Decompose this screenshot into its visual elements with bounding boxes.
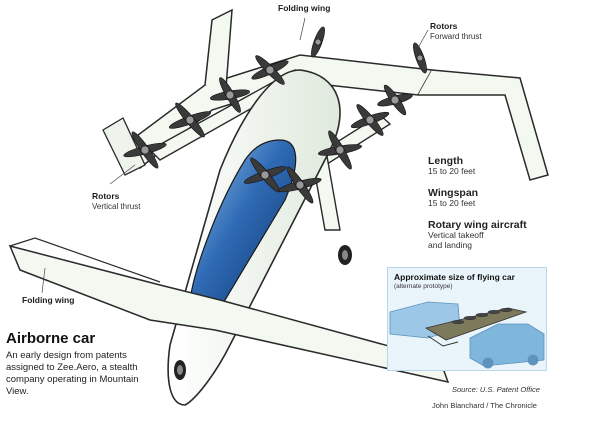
rotor (311, 26, 325, 58)
inset-title: Approximate size of flying car (394, 272, 515, 282)
folding-wing-top-label: Folding wing (278, 3, 331, 13)
rotor (209, 77, 251, 113)
rotor (123, 131, 167, 169)
rotors-forward-sub: Forward thrust (430, 31, 482, 41)
spec-wingspan: Wingspan 15 to 20 feet (428, 187, 478, 209)
spec-rotary-title: Rotary wing aircraft (428, 219, 527, 231)
spec-wingspan-title: Wingspan (428, 187, 479, 199)
rotors-vertical-title: Rotors (92, 191, 120, 201)
rotor (350, 104, 390, 136)
landing-wheels (174, 245, 352, 380)
main-title: Airborne car (6, 330, 96, 347)
size-comparison-inset: Approximate size of flying car (alternat… (387, 267, 547, 371)
rotor (168, 102, 212, 138)
spec-rotary-value: Vertical takeoff (428, 230, 484, 241)
rotors-vertical-callout: Rotors Vertical thrust (92, 191, 141, 211)
inset-subtitle: (alternate prototype) (394, 283, 453, 290)
callout-leaders (41, 17, 429, 294)
rotor (243, 157, 287, 193)
rotors-forward-callout: Rotors Forward thrust (430, 21, 482, 41)
rotors-forward-title: Rotors (430, 21, 458, 31)
inset-illustration (389, 301, 545, 369)
rotors-vertical-sub: Vertical thrust (92, 201, 141, 211)
source-text: Source: U.S. Patent Office (452, 385, 540, 394)
flying-car-miniature (424, 307, 528, 347)
source-credit: Source: U.S. Patent Office (452, 385, 540, 395)
rotor (251, 55, 289, 85)
spec-wingspan-value: 15 to 20 feet (428, 198, 476, 209)
car-silhouette-front (469, 323, 545, 369)
spec-rotary-value-2: and landing (428, 239, 472, 250)
rotor (318, 130, 362, 170)
vertical-rotors (123, 55, 413, 204)
rotor (278, 166, 322, 204)
front-folding-wing (8, 237, 450, 384)
forward-rotors (311, 26, 427, 74)
folding-wing-left-label: Folding wing (22, 295, 75, 305)
spec-length-title: Length (428, 155, 463, 167)
spec-rotary: Rotary wing aircraft Vertical takeoff an… (428, 219, 527, 251)
spec-length-value: 15 to 20 feet (428, 166, 476, 177)
byline-credit: John Blanchard / The Chronicle (432, 401, 537, 410)
rotor (413, 42, 427, 74)
spec-length: Length 15 to 20 feet (428, 155, 475, 177)
main-description: An early design from patents assigned to… (6, 350, 139, 397)
rotor (377, 84, 413, 116)
